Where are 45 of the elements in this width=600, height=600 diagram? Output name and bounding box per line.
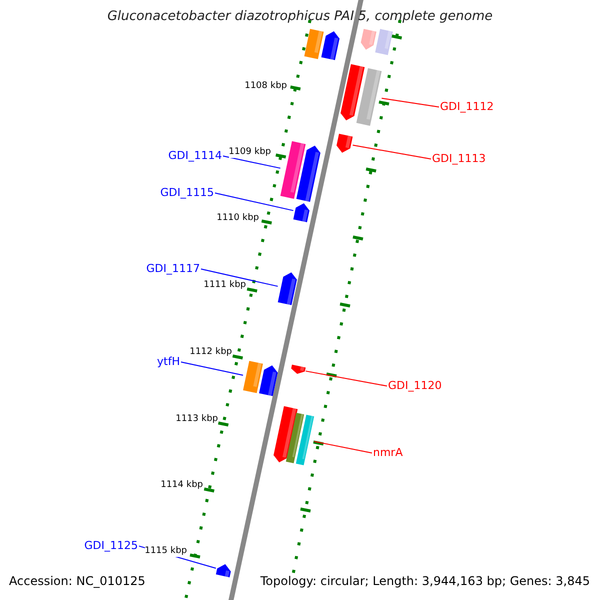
tick-label: 1115 kbp	[144, 547, 187, 557]
accession-text: Accession: NC_010125	[9, 575, 146, 588]
gene-feature	[274, 406, 298, 462]
gene-label: ytfH	[157, 356, 180, 368]
gene-feature	[259, 365, 278, 396]
gene-feature	[291, 364, 306, 374]
gene-feature	[304, 28, 324, 60]
title: Gluconacetobacter diazotrophicus PAI 5, complete genome	[106, 10, 494, 24]
gene-feature	[280, 141, 306, 199]
tick-label: 1112 kbp	[190, 348, 232, 358]
leader-line	[214, 192, 294, 212]
gene-label: GDI_1117	[146, 263, 200, 276]
gene-feature	[360, 28, 376, 50]
gene-label: GDI_1125	[84, 540, 138, 552]
leader-line	[381, 98, 440, 108]
gene-feature	[296, 414, 314, 466]
leader-line	[222, 156, 281, 169]
gene-label: GDI_1114	[168, 150, 222, 162]
gene-label: GDI_1120	[388, 380, 442, 392]
tick-label: 1113 kbp	[176, 415, 218, 425]
gene-feature	[293, 203, 310, 222]
gene-label: GDI_1113	[432, 153, 486, 166]
gene-feature	[336, 134, 353, 153]
gene-feature	[321, 31, 340, 60]
tick-label: 1110 kbp	[216, 214, 259, 224]
gene-feature	[375, 28, 393, 56]
gene-feature	[340, 64, 365, 120]
gene-label: GDI_1112	[440, 101, 494, 114]
leader-line	[314, 440, 372, 454]
leader-line	[200, 268, 278, 287]
leader-line	[180, 362, 244, 376]
gene-feature	[216, 564, 231, 578]
gene-label: nmrA	[373, 447, 403, 460]
tick-label: 1109 kbp	[228, 148, 271, 158]
leader-line	[305, 370, 388, 387]
leader-line	[352, 144, 432, 160]
tick-label: 1114 kbp	[160, 481, 203, 491]
gene-feature	[356, 68, 382, 126]
gene-label: GDI_1115	[160, 187, 214, 200]
tick-label: 1111 kbp	[204, 281, 246, 291]
gene-feature	[278, 272, 297, 306]
gene-feature	[286, 412, 304, 464]
genome-summary-text: Topology: circular; Length: 3,944,163 bp; Genes: 3,845	[260, 575, 590, 588]
gene-feature	[243, 360, 263, 394]
tick-label: 1108 kbp	[244, 82, 287, 92]
